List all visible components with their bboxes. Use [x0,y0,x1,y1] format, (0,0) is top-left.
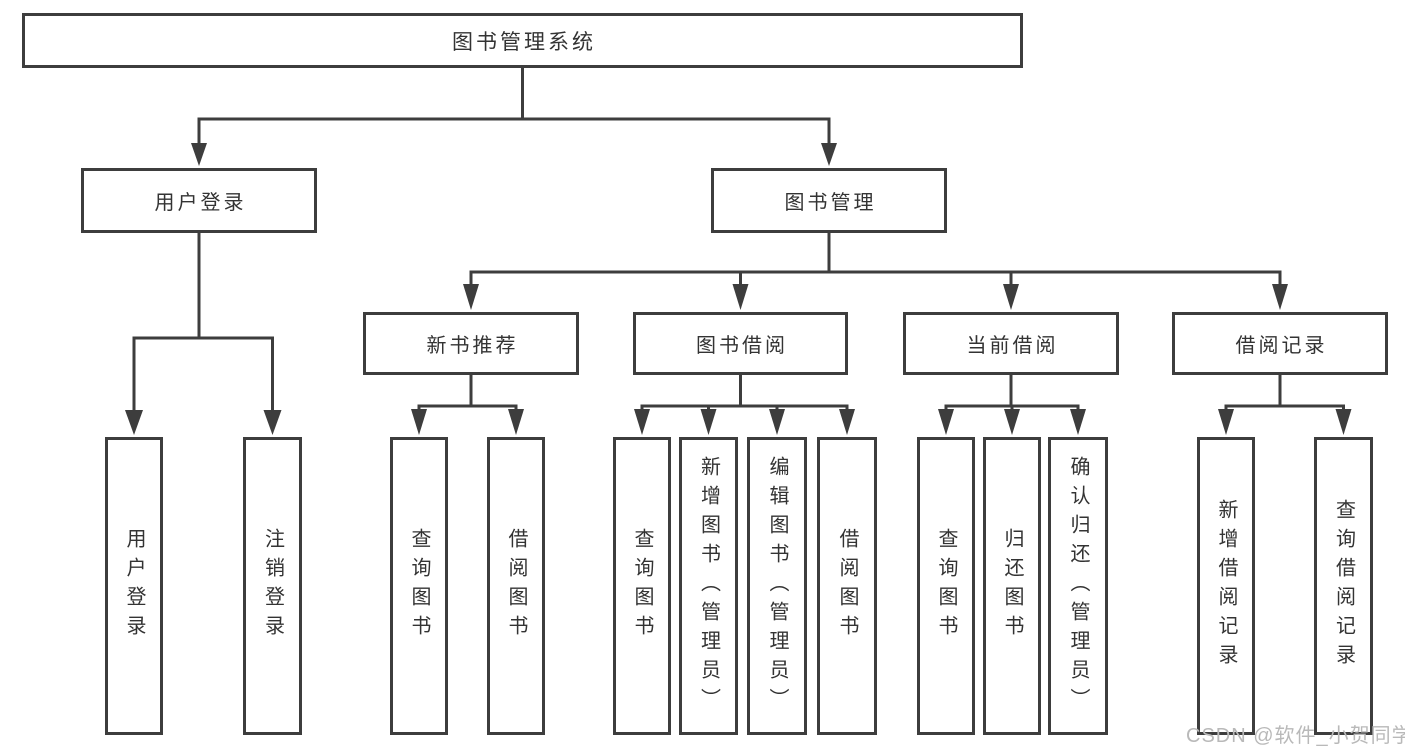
node-book-borrow: 图书借阅 [633,312,848,375]
arrowhead-icon [821,143,837,166]
arrowhead-icon [839,409,855,435]
node-new-book-rec: 新书推荐 [363,312,579,375]
node-label-leaf-logout: 注销登录 [261,528,284,644]
node-label-leaf-edit-book: 编辑图书（管理员） [766,455,788,717]
node-label-leaf-return-book: 归还图书 [1001,528,1023,644]
arrowhead-icon [1335,409,1352,435]
arrowhead-icon [938,409,954,435]
node-label-leaf-confirm-return: 确认归还（管理员） [1067,455,1089,717]
node-leaf-borrow-book-2: 借阅图书 [817,437,877,735]
arrowhead-icon [634,409,650,435]
arrowhead-icon [463,284,479,310]
node-label-leaf-query-book-3: 查询图书 [935,528,957,644]
node-leaf-add-record: 新增借阅记录 [1197,437,1255,735]
node-label-new-book-rec: 新书推荐 [426,335,519,357]
node-current-borrow: 当前借阅 [903,312,1119,375]
arrowhead-icon [411,409,427,435]
arrowhead-icon [1272,284,1288,310]
node-root: 图书管理系统 [22,13,1023,68]
arrowhead-icon [1218,409,1234,435]
arrowhead-icon [263,410,282,435]
arrowhead-icon [700,409,717,435]
node-label-book-mgmt: 图书管理 [784,192,877,214]
arrowhead-icon [769,409,785,435]
node-label-leaf-user-login: 用户登录 [123,528,145,644]
arrowhead-icon [1004,409,1020,435]
node-book-mgmt: 图书管理 [711,168,947,233]
node-label-borrow-records: 借阅记录 [1235,335,1328,357]
node-leaf-query-record: 查询借阅记录 [1314,437,1373,735]
node-label-leaf-query-book-2: 查询图书 [631,528,653,644]
node-leaf-borrow-book-1: 借阅图书 [487,437,545,735]
arrowhead-icon [732,284,749,310]
node-label-leaf-add-book: 新增图书（管理员） [697,455,720,717]
node-borrow-records: 借阅记录 [1172,312,1388,375]
node-leaf-query-book-3: 查询图书 [917,437,975,735]
node-label-leaf-query-record: 查询借阅记录 [1332,499,1355,673]
node-label-leaf-add-record: 新增借阅记录 [1215,499,1237,673]
node-label-leaf-borrow-book-2: 借阅图书 [836,528,858,644]
node-label-root: 图书管理系统 [452,30,596,54]
node-leaf-logout: 注销登录 [243,437,302,735]
arrowhead-icon [191,143,207,166]
node-leaf-query-book-2: 查询图书 [613,437,671,735]
node-label-leaf-query-book-1: 查询图书 [408,528,430,644]
node-leaf-edit-book: 编辑图书（管理员） [747,437,807,735]
arrowhead-icon [1003,284,1019,310]
node-label-leaf-borrow-book-1: 借阅图书 [505,528,527,644]
arrowhead-icon [125,410,143,435]
node-leaf-user-login: 用户登录 [105,437,163,735]
node-leaf-confirm-return: 确认归还（管理员） [1048,437,1108,735]
watermark-text: CSDN @软件_小贺同学 [1186,725,1405,747]
node-leaf-query-book-1: 查询图书 [390,437,448,735]
arrowhead-icon [508,409,524,435]
arrowhead-icon [1070,409,1086,435]
node-leaf-return-book: 归还图书 [983,437,1041,735]
node-label-user-login: 用户登录 [154,192,247,214]
node-label-current-borrow: 当前借阅 [966,335,1059,357]
node-user-login: 用户登录 [81,168,317,233]
node-label-book-borrow: 图书借阅 [696,335,788,357]
node-leaf-add-book: 新增图书（管理员） [679,437,738,735]
